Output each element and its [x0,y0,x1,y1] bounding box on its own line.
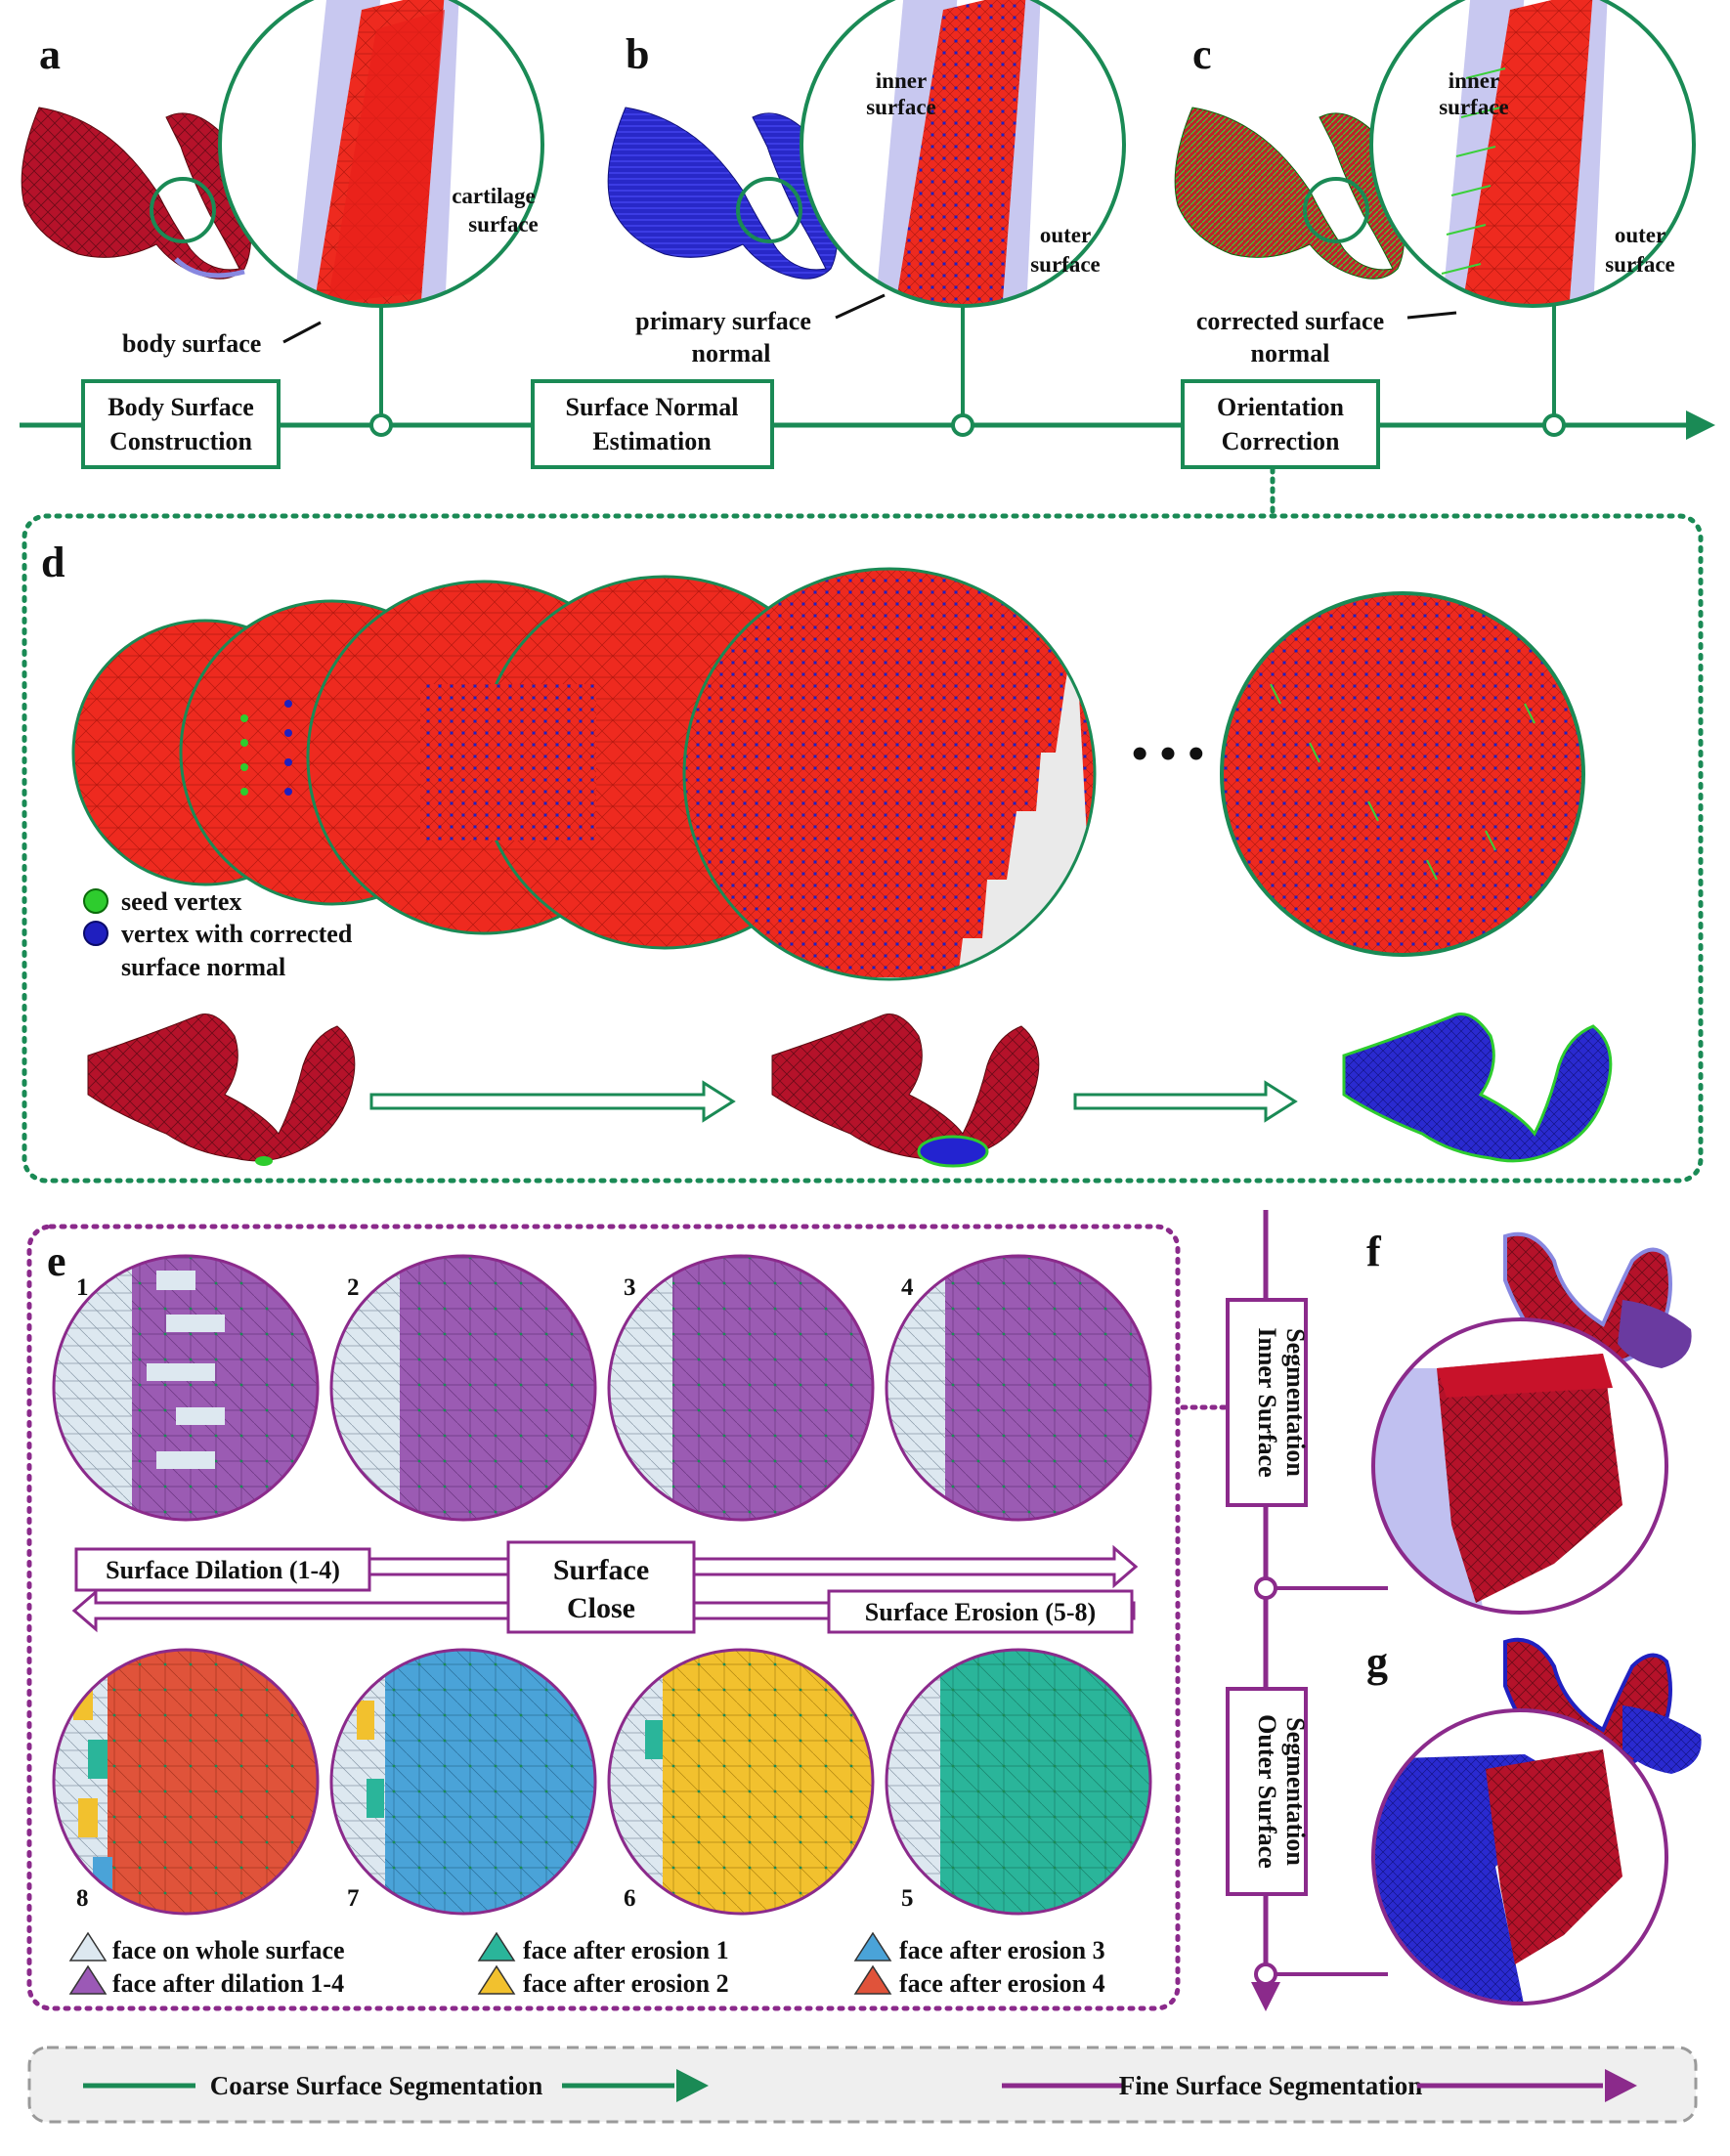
corrected-vertex-marker [84,922,108,945]
callout-outer-surface-b: surface [1030,252,1101,277]
callout-inner-b: inner [876,68,927,93]
surface-close-label-2: Close [567,1592,635,1624]
step-box-inner: Inner Surface Segmentation [1228,1300,1310,1505]
dilation-row: 1 2 3 4 [54,1256,1150,1520]
corrected-normals-zoom [1212,586,1603,977]
legend-erosion-4: face after erosion 4 [899,1969,1105,1998]
panel-d: d • • • seed ve [41,539,1611,1166]
svg-text:Construction: Construction [109,427,252,455]
callout-primary-normal-2: normal [692,339,771,367]
step-number-6: 6 [624,1885,636,1912]
legend-erosion-1: face after erosion 1 [523,1936,729,1964]
panel-letter-a: a [39,30,61,78]
panel-f: f [1366,1228,1692,1622]
legend-seed-vertex: seed vertex [121,887,241,916]
zoom-view-a [220,0,542,313]
callout-outer-b: outer [1040,223,1091,247]
step-number-2: 2 [347,1274,360,1301]
footer-legend: Coarse Surface Segmentation Fine Surface… [29,2048,1696,2122]
region-growing-sequence [73,567,1095,979]
dilation-label: Surface Dilation (1-4) [106,1556,340,1584]
step-number-3: 3 [624,1274,636,1301]
panel-letter-c: c [1192,30,1212,78]
svg-text:Outer Surface: Outer Surface [1253,1714,1281,1869]
panel-letter-b: b [626,30,649,78]
legend-swatch-erosion-4 [855,1966,890,1994]
close-arrows: Surface Dilation (1-4) Surface Close Sur… [74,1542,1136,1632]
callout-inner-c: inner [1449,68,1499,93]
cartilage-model-a [22,108,251,279]
callout-corrected-normal: corrected surface [1196,307,1384,335]
panel-g: g [1366,1638,1702,2008]
legend-whole-surface: face on whole surface [112,1936,345,1964]
legend-swatch-erosion-2 [479,1966,514,1994]
panel-letter-g: g [1366,1638,1388,1686]
callout-outer-surface-c: surface [1605,252,1675,277]
callout-inner-surface-b: surface [866,95,936,119]
legend-dilation: face after dilation 1-4 [112,1969,344,1998]
step-number-4: 4 [901,1274,914,1301]
panel-letter-e: e [47,1237,66,1285]
ellipsis: • • • [1132,728,1204,780]
legend-erosion-2: face after erosion 2 [523,1969,729,1998]
e-legend: face on whole surface face after dilatio… [70,1933,1105,1998]
callout-body-surface: body surface [122,329,261,358]
callout-outer-c: outer [1615,223,1665,247]
coarse-segmentation-label: Coarse Surface Segmentation [210,2071,542,2100]
panel-a: a cartilage surface body surface [22,0,542,358]
step-box-body-surface: Body Surface Construction [83,381,279,467]
legend-swatch-dilation [70,1966,106,1994]
d-model-progression [88,1014,1611,1167]
step-number-1: 1 [76,1274,89,1301]
seed-vertex-marker [84,889,108,913]
svg-text:Inner Surface: Inner Surface [1253,1327,1281,1477]
step-number-8: 8 [76,1885,89,1912]
svg-text:Orientation: Orientation [1217,393,1345,421]
callout-surface-a: surface [468,212,539,237]
panel-letter-f: f [1366,1228,1382,1275]
panel-c: c inner surface outer surface corrected … [1175,0,1694,367]
svg-text:Segmentation: Segmentation [1281,1717,1310,1866]
legend-corrected-vertex-2: surface normal [121,953,285,981]
svg-text:Correction: Correction [1222,427,1340,455]
fine-segmentation-label: Fine Surface Segmentation [1119,2071,1422,2100]
legend-swatch-whole [70,1933,106,1961]
erosion-label: Surface Erosion (5-8) [865,1598,1096,1626]
svg-text:Estimation: Estimation [592,427,712,455]
panel-letter-d: d [41,539,65,586]
callout-cartilage-a: cartilage [452,184,536,208]
panel-b: b inner surface outer surface primary su… [608,0,1124,367]
legend-erosion-3: face after erosion 3 [899,1936,1105,1964]
svg-text:Surface Normal: Surface Normal [566,393,739,421]
step-box-outer: Outer Surface Segmentation [1228,1689,1310,1894]
callout-corrected-normal-2: normal [1251,339,1330,367]
callout-primary-normal: primary surface [635,307,811,335]
legend-corrected-vertex: vertex with corrected [121,920,353,948]
erosion-row: 8 7 6 5 [54,1650,1150,1914]
panel-e: e 1 2 3 [47,1237,1150,1998]
legend-swatch-erosion-1 [479,1933,514,1961]
surface-close-label: Surface [553,1554,649,1586]
svg-text:Segmentation: Segmentation [1281,1328,1310,1477]
callout-inner-surface-c: surface [1439,95,1509,119]
step-number-7: 7 [347,1885,360,1912]
step-number-5: 5 [901,1885,914,1912]
svg-text:Body Surface: Body Surface [108,393,254,421]
step-box-orientation: Orientation Correction [1183,381,1378,467]
legend-swatch-erosion-3 [855,1933,890,1961]
step-box-surface-normal: Surface Normal Estimation [533,381,772,467]
